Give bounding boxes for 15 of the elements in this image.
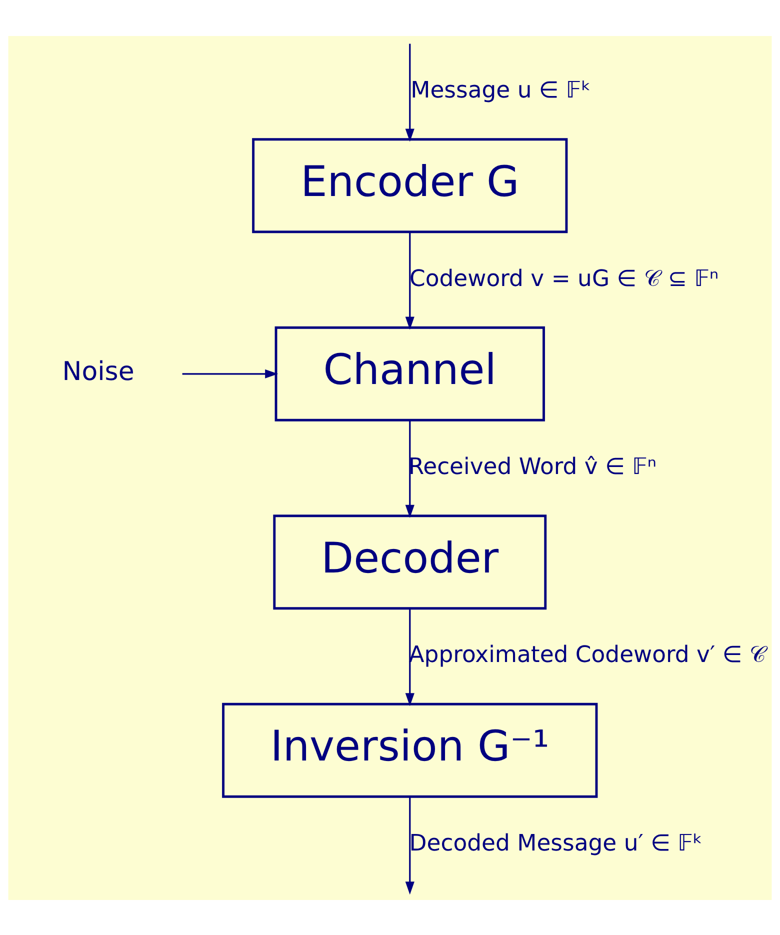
node-box: Encoder G (252, 138, 568, 233)
node-text: Noise (62, 356, 134, 387)
edge-label: Codeword v = uG ∈ 𝒞 ⊆ 𝔽ⁿ (410, 265, 719, 292)
node-box: Inversion G⁻¹ (222, 702, 598, 798)
arrow (405, 420, 414, 518)
edge-label: Message u ∈ 𝔽ᵏ (410, 77, 591, 104)
edge-label: Decoded Message u′ ∈ 𝔽ᵏ (409, 830, 703, 856)
node-box: Decoder (273, 514, 547, 610)
arrow (405, 796, 414, 894)
arrow (405, 608, 414, 706)
node-box: Channel (274, 326, 545, 421)
arrow (182, 368, 278, 378)
arrow (405, 232, 414, 330)
edge-label: Received Word v̂ ∈ 𝔽ⁿ (408, 454, 656, 480)
arrow (405, 43, 414, 142)
